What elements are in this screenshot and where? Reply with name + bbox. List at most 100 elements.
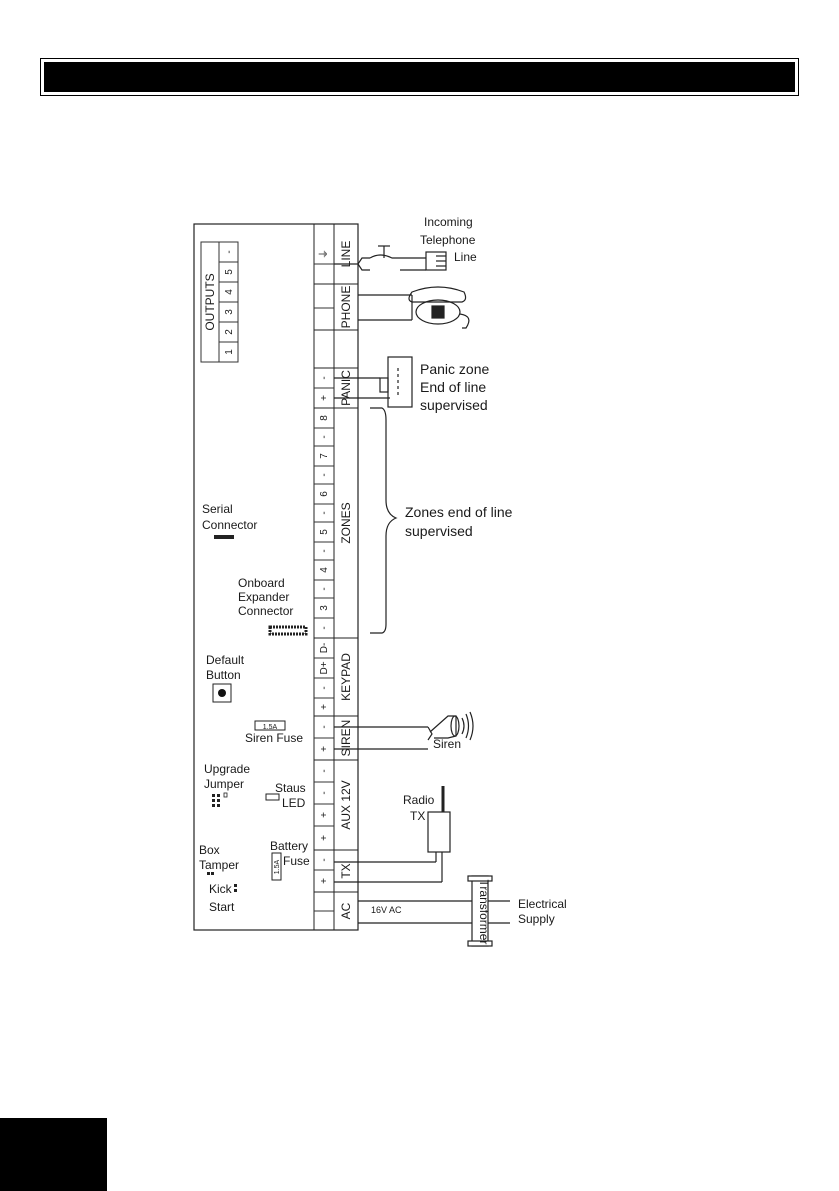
zone-terminal-5: 5 [319,529,330,535]
zones-eol-label-2: supervised [405,523,473,539]
expander-connector-label-2: Expander [238,590,289,604]
box-tamper-label-1: Box [199,843,220,857]
ac-voltage-label: 16V AC [371,905,402,915]
phone-label: PHONE [339,286,353,329]
status-led [265,793,280,801]
keypad-terminal-d-minus: D- [319,643,330,654]
default-button-label-1: Default [206,653,245,667]
outputs-terminal-block: OUTPUTS 1 2 3 4 5 - [200,241,239,363]
tx-terminal-minus: - [319,858,330,861]
radio-tx-module [334,786,451,883]
outputs-label: OUTPUTS [203,273,217,330]
zones-bracket [370,407,398,634]
siren-label: SIREN [339,720,353,757]
tx-label: TX [339,863,353,878]
panic-zone-label-1: Panic zone [420,361,489,377]
default-button-label-2: Button [206,668,241,682]
siren-icon [334,711,474,750]
zone-terminal-minus: - [319,587,330,590]
serial-connector-label-2: Connector [202,518,257,532]
panic-terminal-plus: + [319,395,330,401]
siren-fuse-holder [254,720,286,731]
telephone-icon [358,286,470,329]
battery-fuse-label-2: Fuse [283,854,310,868]
incoming-line-label-1: Incoming [424,215,473,229]
box-tamper-pin [211,872,214,875]
outputs-terminal-2: 2 [224,329,235,335]
outputs-terminal-5: 5 [224,269,235,275]
zones-eol-label-1: Zones end of line [405,504,513,520]
kick-start-pin [234,884,237,887]
radio-tx-label-1: Radio [403,793,435,807]
kick-start-pin [234,889,237,892]
box-tamper-label-2: Tamper [199,858,239,872]
incoming-line-label-2: Telephone [420,233,476,247]
zone-terminal-minus: - [319,626,330,629]
siren-fuse-label: Siren Fuse [245,731,303,745]
kick-start-label-1: Kick [209,882,233,896]
upgrade-jumper-pins [212,792,228,807]
zone-terminal-7: 7 [319,453,330,459]
terminal-strip [313,224,358,930]
page-corner-tab [0,1118,107,1191]
expander-connector-pins [268,625,308,636]
zone-terminal-3: 3 [319,605,330,611]
keypad-terminal-plus: + [319,704,330,710]
aux-terminal-plus-2: + [319,835,330,841]
zone-terminal-minus: - [319,511,330,514]
expander-connector-label-1: Onboard [238,576,285,590]
radio-tx-label-2: TX [410,809,425,823]
zone-terminal-minus: - [319,549,330,552]
default-button-knob [218,689,226,697]
outputs-terminal-3: 3 [224,309,235,315]
kick-start-label-2: Start [209,900,235,914]
zones-label: ZONES [339,502,353,543]
upgrade-jumper-label-1: Upgrade [204,762,250,776]
control-panel-board [193,223,359,931]
panic-terminal-minus: - [319,376,330,379]
line-label: LINE [339,241,353,268]
aux-terminal-minus-2: - [319,791,330,794]
panic-label: PANIC [339,370,353,406]
expander-connector-label-3: Connector [238,604,293,618]
tx-terminal-plus: + [319,878,330,884]
transformer-label: Transformer [477,880,491,945]
outputs-terminal-4: 4 [224,289,235,295]
keypad-terminal-minus: - [319,686,330,689]
battery-fuse-rating: 1.5A [274,859,281,874]
battery-fuse-holder [271,852,282,881]
transformer [358,875,510,947]
incoming-line-label-3: Line [454,250,477,264]
outputs-terminal-1: 1 [224,349,235,355]
keypad-terminal-d-plus: D+ [319,661,330,674]
status-led-label-1: Staus [275,781,306,795]
aux-terminal-plus-1: + [319,812,330,818]
upgrade-jumper-label-2: Jumper [204,777,244,791]
serial-connector-label-1: Serial [202,502,233,516]
zone-terminal-minus: - [319,473,330,476]
aux-12v-label: AUX 12V [339,780,353,829]
aux-terminal-minus-1: - [319,769,330,772]
title-frame [40,58,799,96]
panic-zone-label-3: supervised [420,397,488,413]
keypad-label: KEYPAD [339,653,353,701]
panic-zone-label-2: End of line [420,379,486,395]
zone-terminal-6: 6 [319,491,330,497]
zone-terminal-8: 8 [319,415,330,421]
outputs-terminal-minus: - [224,250,235,253]
zone-terminal-4: 4 [319,567,330,573]
electrical-supply-label-2: Supply [518,912,555,926]
serial-connector-pins [214,535,234,539]
box-tamper-pin [207,872,210,875]
siren-terminal-plus: + [319,746,330,752]
panic-zone-resistor [334,356,413,408]
siren-device-label: Siren [433,737,461,751]
telephone-line-wiring [334,245,447,271]
siren-terminal-minus: - [319,725,330,728]
line-terminal-earth: ⏚ [318,249,330,259]
zone-terminal-minus: - [319,435,330,438]
siren-fuse-rating: 1.5A [263,724,278,731]
status-led-label-2: LED [282,796,306,810]
ac-label: AC [339,902,353,919]
